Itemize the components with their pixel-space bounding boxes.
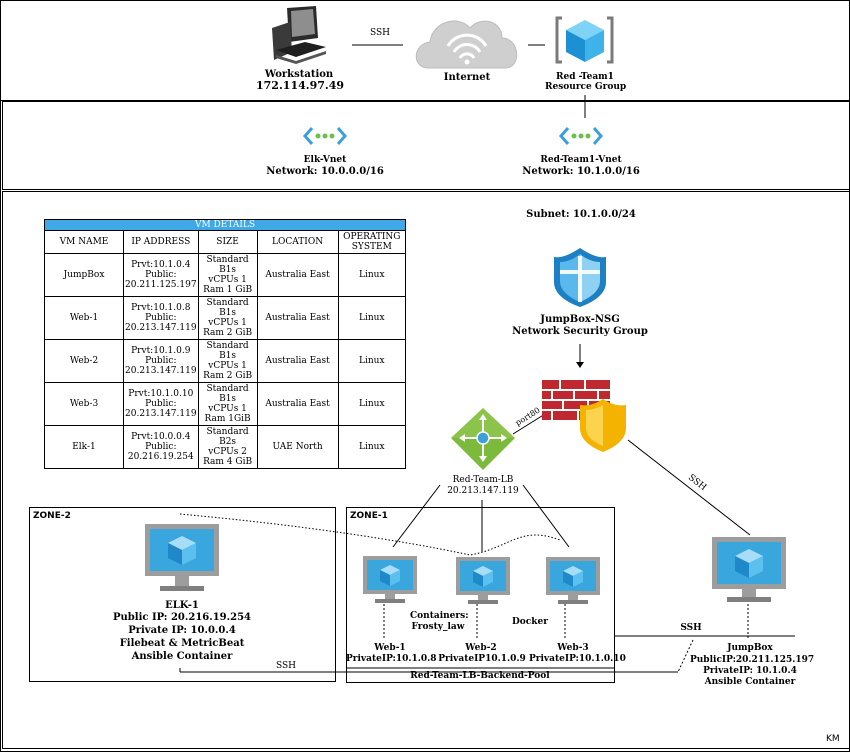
line-lb-web3 bbox=[522, 484, 570, 548]
jumpbox-name: JumpBox bbox=[727, 643, 773, 653]
elk-beats: Filebeat & MetricBeat bbox=[119, 638, 245, 649]
containers-line2: Frosty_law bbox=[411, 622, 465, 632]
elk-public: Public IP: 20.216.19.254 bbox=[113, 612, 251, 623]
red-vnet-network: Network: 10.1.0.0/16 bbox=[522, 166, 640, 177]
workstation-name: Workstation bbox=[264, 69, 334, 80]
elk-name: ELK-1 bbox=[165, 600, 199, 611]
nsg-name: JumpBox-NSG bbox=[540, 314, 620, 325]
web2-name: Web-2 bbox=[465, 643, 497, 653]
line-lb-web1 bbox=[392, 484, 441, 548]
col-vm-name: VM NAME bbox=[44, 230, 124, 254]
ssh-label-elk: SSH bbox=[275, 661, 297, 671]
top-band bbox=[0, 100, 850, 101]
web2-ip: PrivateIP10.1.0.9 bbox=[438, 654, 526, 664]
rg-line2: Resource Group bbox=[545, 82, 627, 92]
line-lb-firewall bbox=[512, 413, 546, 435]
web1-name: Web-1 bbox=[374, 643, 406, 653]
zone1-box bbox=[346, 507, 615, 683]
zone2-label: ZONE-2 bbox=[33, 511, 71, 521]
docker-label: Docker bbox=[512, 617, 548, 627]
dash-ssh-diagonal bbox=[677, 639, 694, 673]
backend-pool-label: Red-Team-LB-Backend-Pool bbox=[410, 671, 550, 681]
col-location: LOCATION bbox=[256, 230, 339, 254]
col-os: OPERATING SYSTEM bbox=[337, 230, 407, 254]
workstation-ip: 172.114.97.49 bbox=[256, 79, 345, 92]
elk-vnet-name: Elk-Vnet bbox=[303, 155, 347, 165]
red-vnet-name: Red-Team1-Vnet bbox=[540, 155, 622, 165]
line-firewall-jumpbox bbox=[627, 439, 751, 536]
rg-line1: Red -Team1 bbox=[556, 72, 614, 82]
elk-vnet-network: Network: 10.0.0.0/16 bbox=[266, 166, 384, 177]
lb-name: Red-Team-LB bbox=[452, 475, 514, 485]
zone1-label: ZONE-1 bbox=[350, 511, 388, 521]
internet-label: Internet bbox=[443, 72, 491, 83]
web1-ip: PrivateIP:10.1.0.8 bbox=[346, 654, 437, 664]
ssh-label-pool: SSH bbox=[680, 623, 702, 633]
web3-name: Web-3 bbox=[557, 643, 589, 653]
table-title: VM DETAILS bbox=[44, 219, 406, 231]
nsg-desc: Network Security Group bbox=[512, 326, 648, 337]
elk-private: Private IP: 10.0.0.4 bbox=[128, 625, 236, 636]
ssh-label-top: SSH bbox=[369, 28, 391, 38]
jumpbox-container: Ansible Container bbox=[704, 677, 796, 687]
lb-ip: 20.213.147.119 bbox=[447, 486, 519, 496]
zone2-box bbox=[29, 507, 336, 682]
jumpbox-private: PrivateIP: 10.1.0.4 bbox=[703, 666, 797, 676]
author-label: KM bbox=[826, 734, 840, 744]
vm-details-table: VM DETAILS VM NAME IP ADDRESS SIZE LOCAT… bbox=[44, 219, 407, 469]
subnet-label: Subnet: 10.1.0.0/24 bbox=[526, 209, 636, 220]
containers-line1: Containers: bbox=[410, 611, 469, 621]
col-ip-address: IP ADDRESS bbox=[123, 230, 199, 254]
elk-container: Ansible Container bbox=[131, 651, 233, 662]
arrow-nsg-firewall bbox=[576, 362, 584, 368]
web3-ip: PrivateIP:10.1.0.10 bbox=[529, 654, 626, 664]
jumpbox-public: PublicIP:20.211.125.197 bbox=[690, 655, 815, 665]
col-size: SIZE bbox=[197, 230, 258, 254]
